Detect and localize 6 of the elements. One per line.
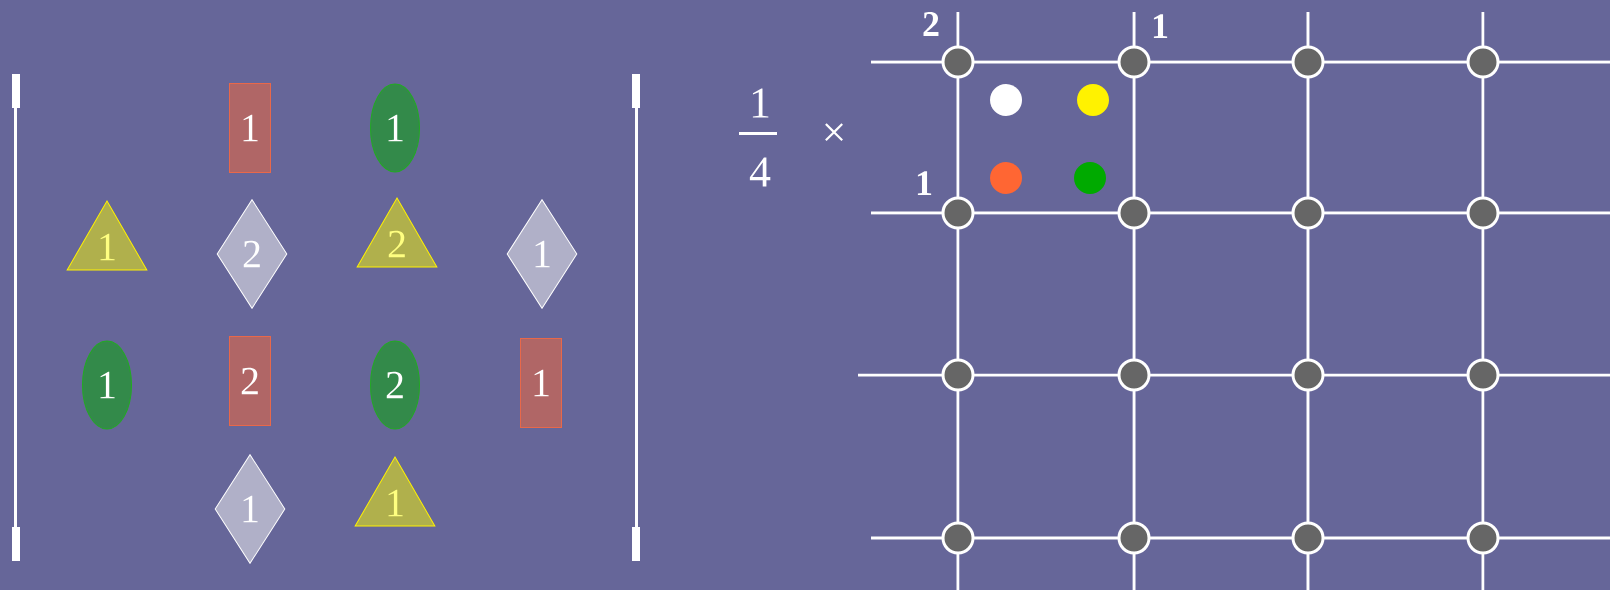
fraction-text: 4 xyxy=(749,157,771,187)
grid-label: 1 xyxy=(917,171,932,195)
grid-label: 1 xyxy=(1153,14,1168,38)
fraction-text: 1 xyxy=(752,88,769,118)
grid-label: 2 xyxy=(923,12,939,36)
fraction-text: × xyxy=(825,123,843,142)
